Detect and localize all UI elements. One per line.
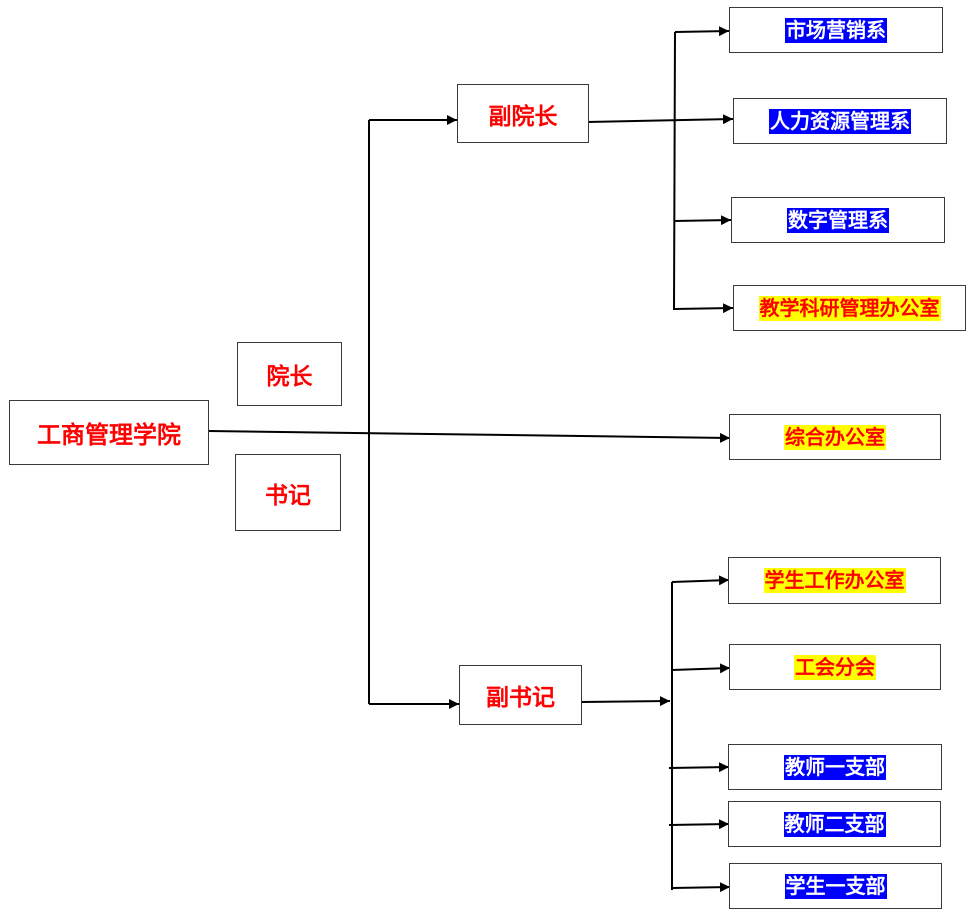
unit-student-branch-1-label: 学生一支部	[784, 873, 887, 899]
unit-general-label: 综合办公室	[784, 424, 886, 450]
unit-teacher-branch-1: 教师一支部	[728, 744, 942, 790]
arrow-to-union	[671, 663, 731, 674]
unit-teacher-branch-1-label: 教师一支部	[784, 754, 886, 780]
unit-student-branch-1: 学生一支部	[729, 863, 942, 909]
arrow-to-student-branch-1	[671, 882, 731, 893]
unit-teaching: 教学科研管理办公室	[733, 285, 966, 331]
arrow-to-marketing	[674, 26, 730, 37]
arrow-to-digital	[673, 215, 732, 226]
unit-teaching-label: 教学科研管理办公室	[758, 295, 941, 321]
dean-node: 院长	[237, 342, 342, 406]
unit-union-label: 工会分会	[794, 654, 876, 680]
unit-marketing-label: 市场营销系	[785, 17, 887, 43]
unit-general: 综合办公室	[729, 414, 941, 460]
arrow-to-teacher-branch-2	[668, 819, 730, 830]
arrow-vice-dean-to-hr	[586, 114, 734, 125]
unit-digital: 数字管理系	[731, 197, 945, 243]
unit-union: 工会分会	[729, 644, 941, 690]
arrow-to-teaching	[673, 303, 734, 314]
dean-label: 院长	[266, 364, 313, 390]
vice-dean-vertical-line	[673, 31, 676, 311]
vice-dean-label: 副院长	[488, 103, 558, 130]
unit-digital-label: 数字管理系	[787, 207, 889, 233]
secretary-label: 书记	[265, 482, 311, 509]
root-label: 工商管理学院	[37, 421, 181, 449]
deputy-secretary-node: 副书记	[459, 665, 582, 725]
vice-dean-node: 副院长	[457, 84, 589, 143]
secretary-node: 书记	[235, 454, 341, 531]
arrow-deputy-to-bus	[580, 696, 671, 707]
unit-teacher-branch-2: 教师二支部	[728, 801, 941, 847]
unit-hr-label: 人力资源管理系	[769, 108, 911, 134]
arrow-to-teacher-branch-1	[668, 762, 730, 773]
unit-marketing: 市场营销系	[729, 7, 943, 53]
unit-student-affairs: 学生工作办公室	[728, 557, 941, 604]
arrow-to-student-affairs	[671, 575, 730, 586]
root-node: 工商管理学院	[9, 400, 209, 465]
arrow-root-to-general	[207, 430, 731, 443]
deputy-secretary-label: 副书记	[486, 685, 555, 711]
unit-student-affairs-label: 学生工作办公室	[763, 568, 906, 593]
unit-hr: 人力资源管理系	[733, 98, 947, 144]
unit-teacher-branch-2-label: 教师二支部	[783, 811, 886, 837]
